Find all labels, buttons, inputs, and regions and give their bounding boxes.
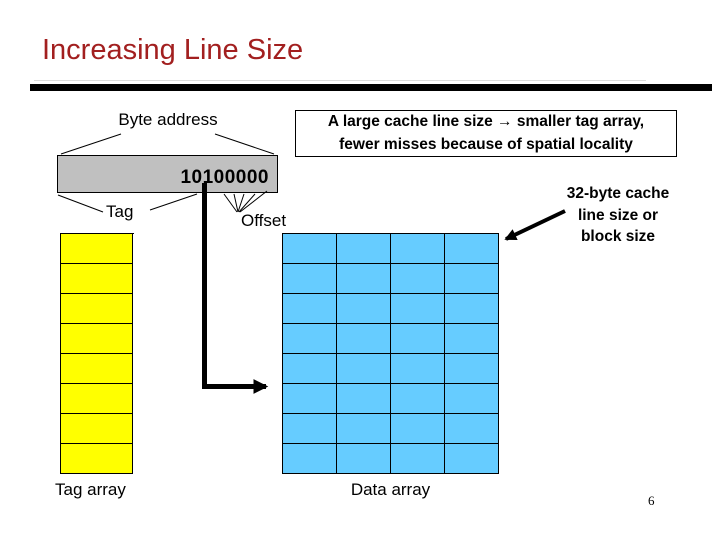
data-cell	[283, 354, 337, 384]
data-cell	[337, 234, 391, 264]
offset-fan-5	[239, 190, 268, 213]
tag-fan-right	[149, 193, 198, 211]
annotation-line1: 32-byte cache	[566, 185, 670, 202]
tag-cell	[61, 324, 133, 354]
data-cell	[391, 234, 445, 264]
offset-fan-4	[238, 193, 256, 213]
annotation-line2: line size or	[577, 206, 659, 224]
tag-cell	[61, 234, 133, 264]
data-cell	[283, 384, 337, 414]
byte-address-fan-right	[214, 133, 275, 155]
offset-fan-2	[233, 193, 239, 213]
byte-address-box: 10100000	[57, 155, 278, 193]
title-rule-shadow	[34, 80, 646, 81]
data-cell	[337, 294, 391, 324]
data-cell	[391, 264, 445, 294]
data-cell	[337, 354, 391, 384]
data-cell	[337, 414, 391, 444]
data-cell	[337, 384, 391, 414]
offset-fan-1	[223, 193, 238, 213]
title-rule	[30, 84, 712, 91]
data-cell	[337, 444, 391, 474]
data-cell	[445, 264, 499, 294]
data-cell	[445, 324, 499, 354]
data-cell	[283, 294, 337, 324]
page-number: 6	[648, 493, 655, 508]
data-cell	[445, 234, 499, 264]
tag-cell	[61, 264, 133, 294]
offset-fan-3	[237, 193, 245, 213]
tag-fan-left	[57, 194, 104, 213]
data-cell	[445, 444, 499, 474]
data-array-label: Data array	[350, 480, 431, 499]
annotation-line3: block size	[580, 228, 656, 246]
callout-box: A large cache line size → smaller tag ar…	[295, 110, 677, 157]
data-cell	[391, 324, 445, 354]
byte-address-value: 10100000	[180, 167, 269, 188]
data-cell	[283, 234, 337, 264]
data-array-grid	[282, 233, 499, 474]
data-cell	[391, 354, 445, 384]
tag-cell	[61, 294, 133, 324]
data-cell	[283, 414, 337, 444]
slide-title: Increasing Line Size	[42, 34, 304, 66]
data-cell	[337, 264, 391, 294]
data-cell	[391, 444, 445, 474]
data-cell	[445, 354, 499, 384]
block-size-annotation: 32-byte cache line size or block size	[540, 183, 696, 248]
data-cell	[445, 294, 499, 324]
data-cell	[445, 414, 499, 444]
tag-field-label: Tag	[106, 202, 134, 221]
tag-cell	[61, 354, 133, 384]
byte-address-label: Byte address	[118, 110, 218, 129]
byte-address-fan-left	[60, 133, 122, 155]
data-cell	[391, 294, 445, 324]
tag-array-label: Tag array	[55, 480, 126, 499]
tag-array-grid	[60, 233, 134, 474]
data-cell	[283, 324, 337, 354]
tag-cell	[61, 414, 133, 444]
callout-line1: A large cache line size → smaller tag ar…	[327, 113, 645, 131]
data-cell	[283, 264, 337, 294]
offset-field-label: Offset	[241, 211, 287, 230]
data-cell	[391, 414, 445, 444]
callout-line2: fewer misses because of spatial locality	[339, 135, 633, 153]
tag-cell	[61, 444, 133, 474]
data-cell	[445, 384, 499, 414]
data-cell	[391, 384, 445, 414]
data-cell	[337, 324, 391, 354]
tag-cell	[61, 384, 133, 414]
data-cell	[283, 444, 337, 474]
